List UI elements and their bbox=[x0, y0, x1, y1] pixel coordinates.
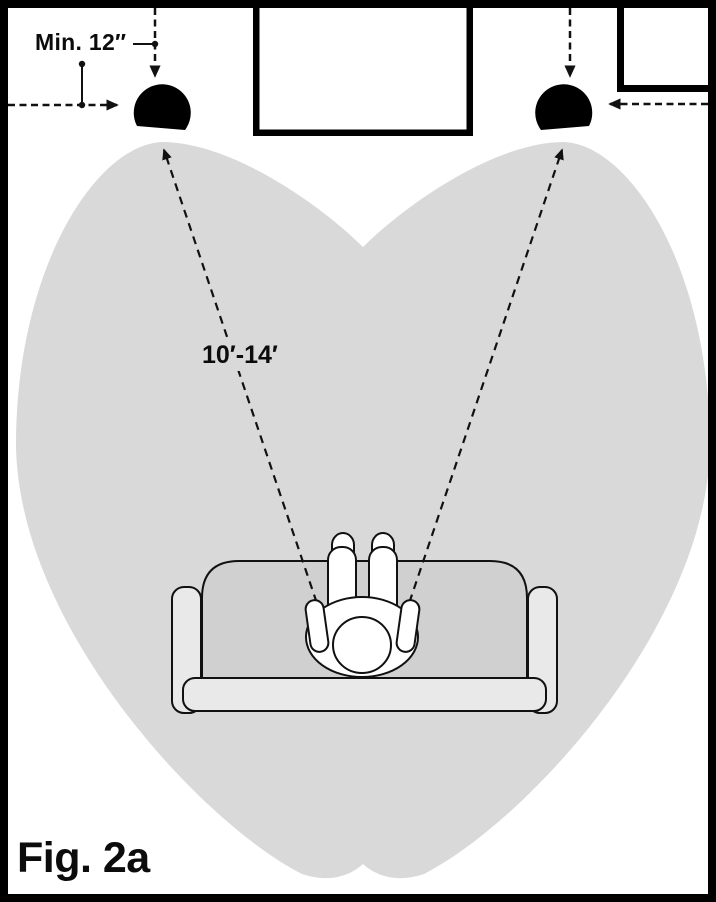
left-arm bbox=[304, 599, 330, 653]
dispersion-zone bbox=[16, 142, 710, 879]
figure-caption: Fig. 2a bbox=[17, 834, 150, 882]
left-listening-axis bbox=[162, 148, 332, 643]
min12-leader-dots bbox=[78, 40, 159, 109]
min12-leader-lines bbox=[81, 43, 155, 105]
listener-head bbox=[332, 616, 392, 674]
right-speaker bbox=[535, 84, 593, 130]
side-cabinet bbox=[617, 0, 716, 92]
listening-distance-label: 10′-14′ bbox=[197, 341, 283, 371]
left-speaker bbox=[133, 84, 191, 130]
right-arm bbox=[395, 599, 421, 653]
tv-cabinet bbox=[253, 0, 473, 136]
min-wall-distance-label: Min. 12″ bbox=[35, 29, 127, 55]
sofa-seat-front bbox=[182, 677, 547, 712]
right-listening-axis bbox=[394, 148, 564, 643]
